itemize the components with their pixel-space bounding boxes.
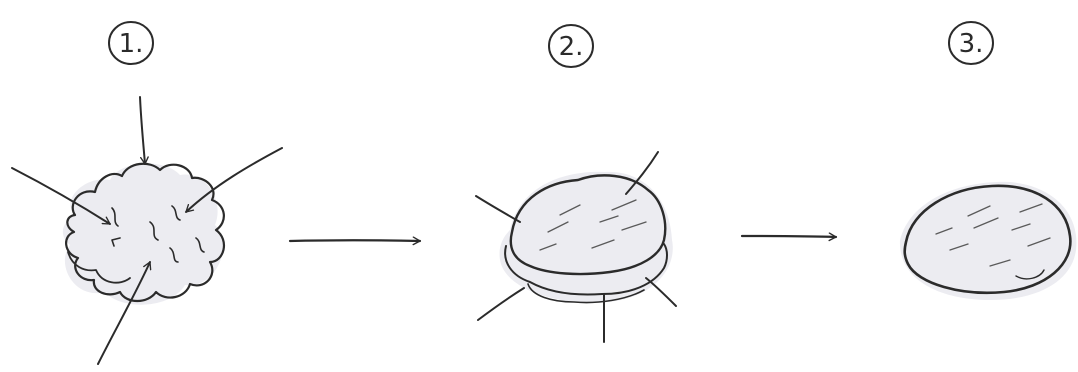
stage-1-fluffy-mass: [12, 97, 282, 364]
step-1-number: 1.: [119, 29, 144, 59]
step-1-label: 1.: [109, 22, 153, 64]
transition-arrow-1: [290, 240, 420, 241]
step-2-number: 2.: [559, 32, 584, 62]
ray-left: [476, 196, 520, 222]
transition-arrow-2: [742, 236, 836, 237]
ray-bottom-left: [478, 288, 524, 320]
step-2-label: 2.: [549, 25, 593, 67]
stage-2-compressed-disc: [476, 152, 676, 342]
step-3-label: 3.: [949, 22, 993, 64]
step-3-number: 3.: [959, 29, 984, 59]
stage-3-rounded-stone: [900, 182, 1076, 300]
ray-bottom-right: [646, 278, 676, 306]
arrow-in-top: [140, 97, 145, 164]
